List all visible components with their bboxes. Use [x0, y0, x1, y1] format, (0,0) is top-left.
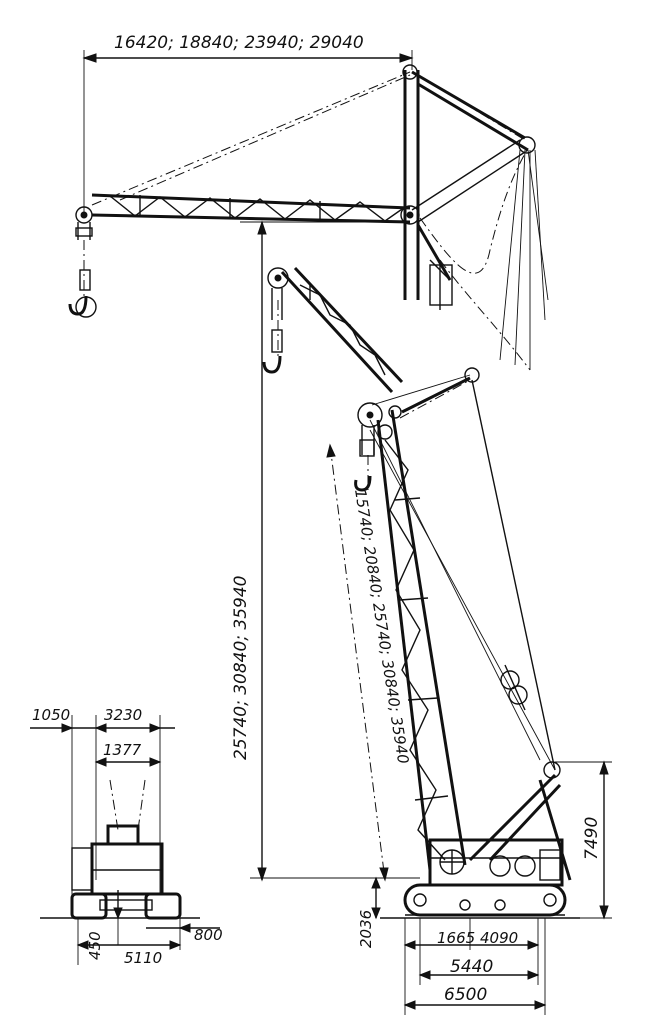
jib-reach-label: 16420; 18840; 23940; 29040: [114, 33, 364, 53]
jib-height-dimension: 25740; 30840; 35940: [231, 220, 410, 882]
front-view: 1050 3230 1377 450 5110 800: [30, 706, 223, 967]
crane-side-view: 15740; 20840; 25740; 30840; 35940: [250, 266, 580, 919]
overall-length-label: 6500: [444, 985, 487, 1005]
mast-height-dimension: 7490: [555, 760, 612, 920]
jib-configuration: 16420; 18840; 23940; 29040: [68, 33, 549, 371]
jib-height-label: 25740; 30840; 35940: [231, 575, 251, 760]
front-inner-label: 1377: [103, 741, 142, 759]
front-gauge-label: 5110: [124, 949, 162, 967]
front-width-label: 3230: [104, 706, 142, 724]
front-track-label: 800: [194, 926, 223, 944]
mast-height-label: 7490: [582, 817, 602, 860]
track-length-label: 5440: [450, 957, 493, 977]
front-left-label: 1050: [32, 706, 70, 724]
track-right-label: 4090: [480, 929, 518, 947]
track-dimensions: 1665 4090 5440 6500: [403, 918, 547, 1015]
track-left-label: 1665: [437, 929, 475, 947]
base-offset-dimension: 2036: [357, 876, 381, 948]
base-offset-label: 2036: [357, 910, 375, 948]
